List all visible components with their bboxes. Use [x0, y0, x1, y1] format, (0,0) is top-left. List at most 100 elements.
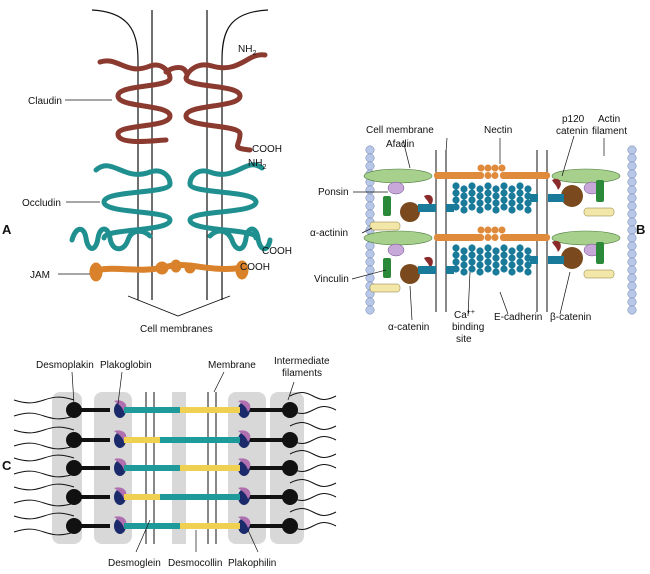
label-desmocollin: Desmocollin — [168, 558, 222, 569]
actin-bead — [627, 273, 637, 283]
desmoglein-bar — [160, 437, 240, 443]
e-cadherin-bead — [516, 189, 524, 197]
desmoplakin-ball — [66, 489, 82, 505]
label-desmoglein: Desmoglein — [108, 558, 161, 569]
e-cadherin-bead — [452, 189, 460, 197]
label-if-2: filaments — [282, 368, 322, 379]
actin-bead — [627, 217, 637, 227]
desmocollin-bar — [180, 523, 240, 529]
e-cadherin-bead — [460, 192, 468, 200]
actin-bead — [365, 201, 375, 211]
e-cadherin-bead — [492, 185, 500, 193]
label-occludin: Occludin — [22, 198, 61, 209]
label-ponsin: Ponsin — [318, 187, 349, 198]
e-cadherin-bead — [484, 182, 492, 190]
desmoplakin-ball — [282, 518, 298, 534]
label-nh2-top: NH2 — [238, 44, 256, 57]
desmoglein-bar — [124, 523, 204, 529]
e-cadherin-bead — [500, 196, 508, 204]
e-cadherin-bead — [468, 182, 476, 190]
e-cadherin-bead — [524, 192, 532, 200]
desmoglein-bar — [124, 465, 204, 471]
occludin-protein — [69, 162, 273, 252]
plakoglobin-shape — [114, 516, 127, 528]
adherens-row — [363, 164, 621, 231]
desmocollin-bar — [124, 437, 184, 443]
actin-bead — [627, 241, 637, 251]
label-e-cadherin: E-cadherin — [494, 312, 542, 323]
e-cadherin-bead — [500, 203, 508, 211]
plakoglobin-shape — [114, 458, 127, 470]
label-cooh-claudin: COOH — [252, 144, 282, 155]
desmosome-rows — [13, 392, 337, 536]
label-vinculin: Vinculin — [314, 274, 349, 285]
e-cadherin-bead — [476, 185, 484, 193]
e-cadherin-bead — [484, 189, 492, 197]
e-cadherin-bead — [508, 192, 516, 200]
actin-bead — [365, 209, 375, 219]
desmoglein-bar — [160, 494, 240, 500]
actin-bead — [627, 281, 637, 291]
actin-bead — [627, 289, 637, 299]
actin-bead — [627, 225, 637, 235]
desmocollin-bar — [180, 407, 240, 413]
e-cadherin-bead — [524, 206, 532, 214]
e-cadherin-bead — [468, 203, 476, 211]
label-ca-3: site — [456, 334, 472, 345]
label-plakophilin: Plakophilin — [228, 558, 276, 569]
label-claudin: Claudin — [28, 96, 62, 107]
actin-bead — [627, 209, 637, 219]
label-nectin: Nectin — [484, 125, 512, 136]
actin-bead — [365, 241, 375, 251]
desmocollin-bar — [180, 465, 240, 471]
e-cadherin-bead — [508, 199, 516, 207]
plakoglobin-shape — [238, 430, 251, 442]
membrane-line — [91, 9, 139, 300]
actin-bead — [627, 193, 637, 203]
plakoglobin-shape — [238, 516, 251, 528]
e-cadherin-bead — [476, 192, 484, 200]
e-cadherin-bead — [516, 182, 524, 190]
desmoplakin-ball — [66, 432, 82, 448]
desmoplakin-ball — [282, 489, 298, 505]
e-cadherin-bead — [476, 206, 484, 214]
e-cadherin-bead — [468, 196, 476, 204]
e-cadherin-bead — [492, 206, 500, 214]
e-cadherin-bead — [452, 182, 460, 190]
actin-bead — [365, 153, 375, 163]
desmoglein-bar — [124, 407, 204, 413]
e-cadherin-bead — [484, 203, 492, 211]
panel-c: Desmoplakin Plakoglobin Membrane Interme… — [2, 356, 337, 569]
label-p120-2: catenin — [556, 126, 588, 137]
membrane-bracket — [127, 295, 231, 317]
desmoplakin-ball — [66, 460, 82, 476]
e-cadherin-bead — [500, 189, 508, 197]
label-ca-1: Ca++ — [454, 309, 475, 321]
actin-bead — [365, 193, 375, 203]
actin-bead — [365, 257, 375, 267]
panel-a: Claudin Occludin JAM NH2 NH2 COOH COOH C… — [2, 9, 292, 335]
desmoplakin-ball — [282, 432, 298, 448]
actin-bead — [627, 169, 637, 179]
label-ca-2: binding — [452, 322, 484, 333]
e-cadherin-bead — [524, 185, 532, 193]
actin-bead — [627, 153, 637, 163]
actin-filament — [627, 145, 637, 315]
e-cadherin-bead — [492, 199, 500, 207]
label-if-1: Intermediate — [274, 356, 330, 367]
e-cadherin-bead — [476, 199, 484, 207]
actin-bead — [627, 185, 637, 195]
actin-bead — [365, 145, 375, 155]
actin-bead — [627, 257, 637, 267]
label-membrane: Membrane — [208, 360, 256, 371]
label-cell-membrane: Cell membrane — [366, 125, 434, 136]
jam-protein — [89, 259, 249, 282]
label-p120-1: p120 — [562, 114, 585, 125]
actin-bead — [627, 177, 637, 187]
e-cadherin-bead — [460, 199, 468, 207]
plakoglobin-shape — [238, 400, 251, 412]
e-cadherin-bead — [524, 199, 532, 207]
claudin-protein — [97, 52, 268, 153]
e-cadherin-bead — [460, 206, 468, 214]
